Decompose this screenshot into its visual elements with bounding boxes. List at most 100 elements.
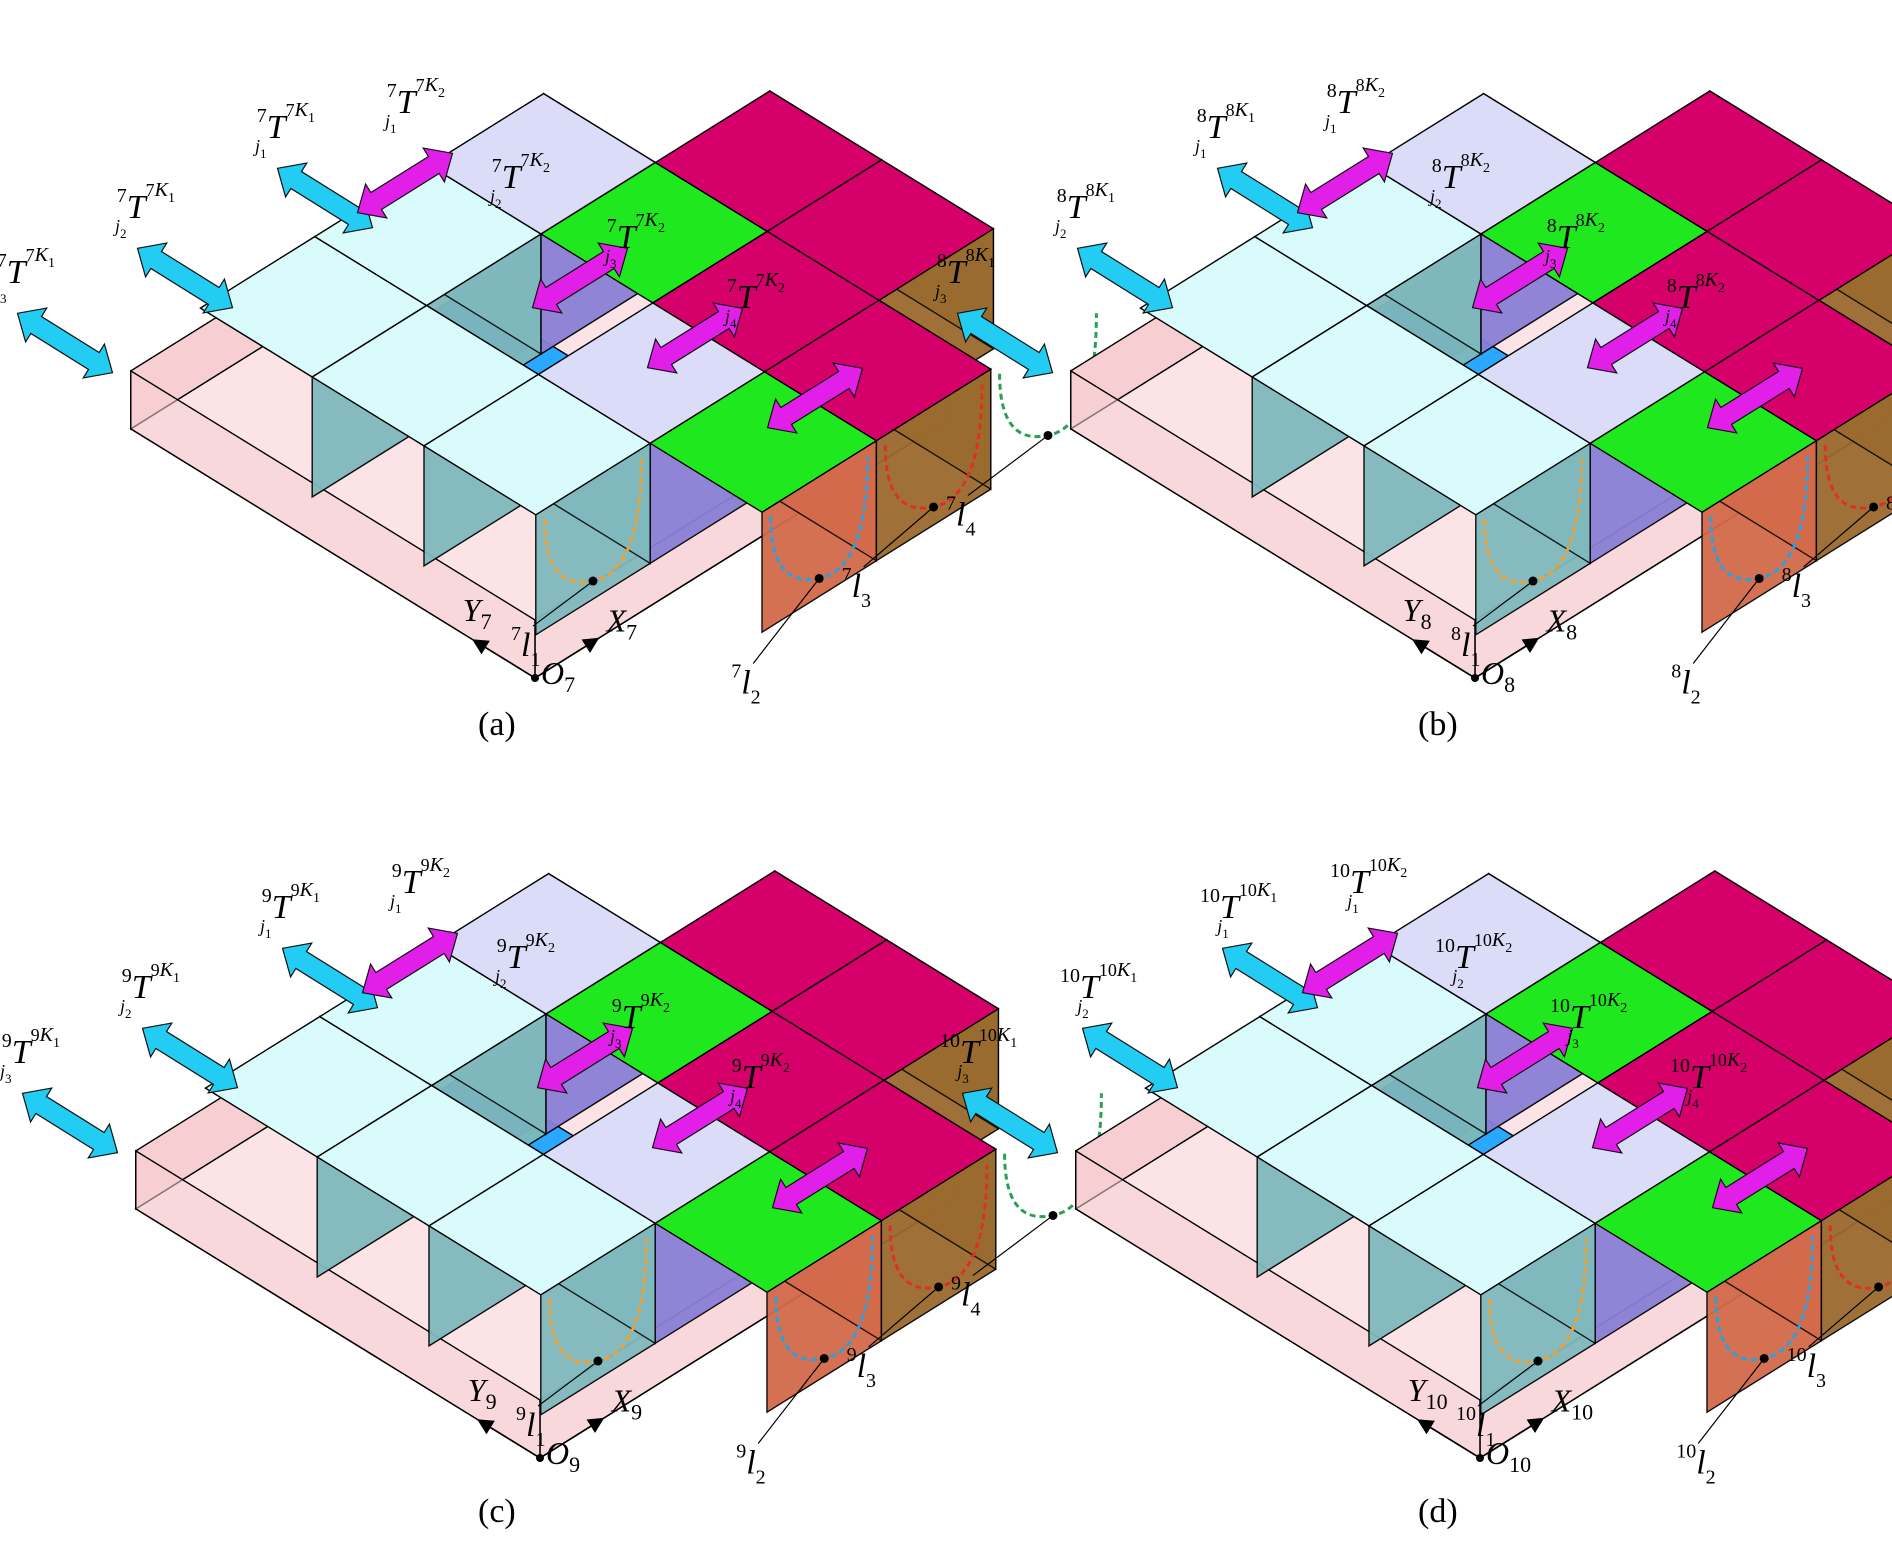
origin-label: O10 <box>1486 1435 1531 1477</box>
y-axis-label: Y8 <box>1403 592 1432 634</box>
cell-grid <box>204 869 1000 1417</box>
x-axis-label: X8 <box>1545 603 1578 645</box>
cell-grid <box>1139 89 1892 637</box>
line-label: 7l1 <box>511 623 540 671</box>
cyan-double-arrow-icon <box>141 1022 239 1094</box>
cell-top-face <box>1710 939 1892 1082</box>
magenta-double-arrow-icon <box>766 362 864 434</box>
panel-d: 10l110l210l310l4X10Y10O1010T10K1j110T10K… <box>940 854 1892 1530</box>
line-label: 8l1 <box>1451 623 1480 671</box>
magenta-double-arrow-icon <box>536 1022 634 1094</box>
leader-line <box>537 1360 599 1407</box>
leader-line <box>752 578 820 664</box>
cyan-double-arrow-icon <box>16 307 114 379</box>
x-axis-label: X10 <box>1550 1383 1594 1425</box>
x-axis-arrow-icon <box>1479 1417 1545 1459</box>
origin-label: O9 <box>546 1435 580 1477</box>
cell-top-face <box>765 159 995 302</box>
magenta-double-arrow-icon <box>1296 147 1394 219</box>
magenta-double-arrow-icon <box>651 1082 749 1154</box>
cyan-double-arrow-icon <box>961 1087 1059 1159</box>
cell-block <box>422 373 652 637</box>
panel-b: 8l18l28l38l4X8Y8O88T8K1j18T8K1j28T8K1j38… <box>933 74 1892 743</box>
magenta-double-arrow-icon <box>1471 242 1569 314</box>
y-axis-arrow-icon <box>1412 639 1476 679</box>
y-axis-arrow-icon <box>477 1419 541 1459</box>
line-label: 9l2 <box>736 1440 765 1488</box>
depth-curves: 10l110l210l310l4 <box>1456 1225 1892 1488</box>
cell-block <box>1367 1153 1597 1417</box>
origin-dot-icon <box>1476 1454 1484 1462</box>
line-label: 7l4 <box>946 492 975 540</box>
leader-line <box>1692 578 1760 664</box>
cyan-double-arrow-icon <box>1081 1022 1179 1094</box>
x-axis-arrow-icon <box>1474 637 1540 679</box>
cyan-double-arrow-icon <box>276 162 374 234</box>
magenta-double-arrow-icon <box>646 302 744 374</box>
left-force-label: 7T7K1j3 <box>0 244 55 306</box>
line-label: 7l2 <box>731 660 760 708</box>
line-label: 8l3 <box>1782 564 1811 612</box>
leader-line <box>1472 580 1534 627</box>
cell-top-face <box>770 939 1000 1082</box>
line-label: 8l2 <box>1671 660 1700 708</box>
magenta-double-arrow-icon <box>361 927 459 999</box>
tray-front-wall-left <box>130 369 536 680</box>
magenta-double-arrow-icon <box>1591 1082 1689 1154</box>
x-axis-arrow-icon <box>534 637 600 679</box>
y-axis-label: Y10 <box>1408 1372 1448 1414</box>
magenta-double-arrow-icon <box>1586 302 1684 374</box>
origin-dot-icon <box>536 1454 544 1462</box>
panel-label: (d) <box>1418 1493 1458 1530</box>
line-label: 10l3 <box>1787 1344 1826 1392</box>
line-label: 10l1 <box>1456 1403 1495 1451</box>
y-axis-arrow-icon <box>472 639 536 679</box>
magenta-double-arrow-icon <box>1706 362 1804 434</box>
leader-line <box>1477 1360 1539 1407</box>
leader-line <box>868 1286 939 1348</box>
cyan-double-arrow-icon <box>281 942 379 1014</box>
line-label: 7l3 <box>842 564 871 612</box>
x-axis-arrow-icon <box>539 1417 605 1459</box>
leader-line <box>757 1358 825 1444</box>
panel-label: (c) <box>478 1493 516 1530</box>
x-axis-label: X7 <box>605 603 638 645</box>
magenta-double-arrow-icon <box>1711 1142 1809 1214</box>
leader-line <box>532 580 594 627</box>
y-axis-label: Y9 <box>468 1372 497 1414</box>
line-label: 10l2 <box>1676 1440 1715 1488</box>
force-arrows: 7T7K1j17T7K1j27T7K1j37T7K2j17T7K2j27T7K2… <box>0 74 864 434</box>
cell-top-face <box>1705 159 1892 302</box>
magenta-double-arrow-icon <box>1301 927 1399 999</box>
cyan-double-arrow-icon <box>1216 162 1314 234</box>
magenta-double-arrow-icon <box>771 1142 869 1214</box>
leader-line <box>1803 506 1874 568</box>
cell-block <box>1362 373 1592 637</box>
